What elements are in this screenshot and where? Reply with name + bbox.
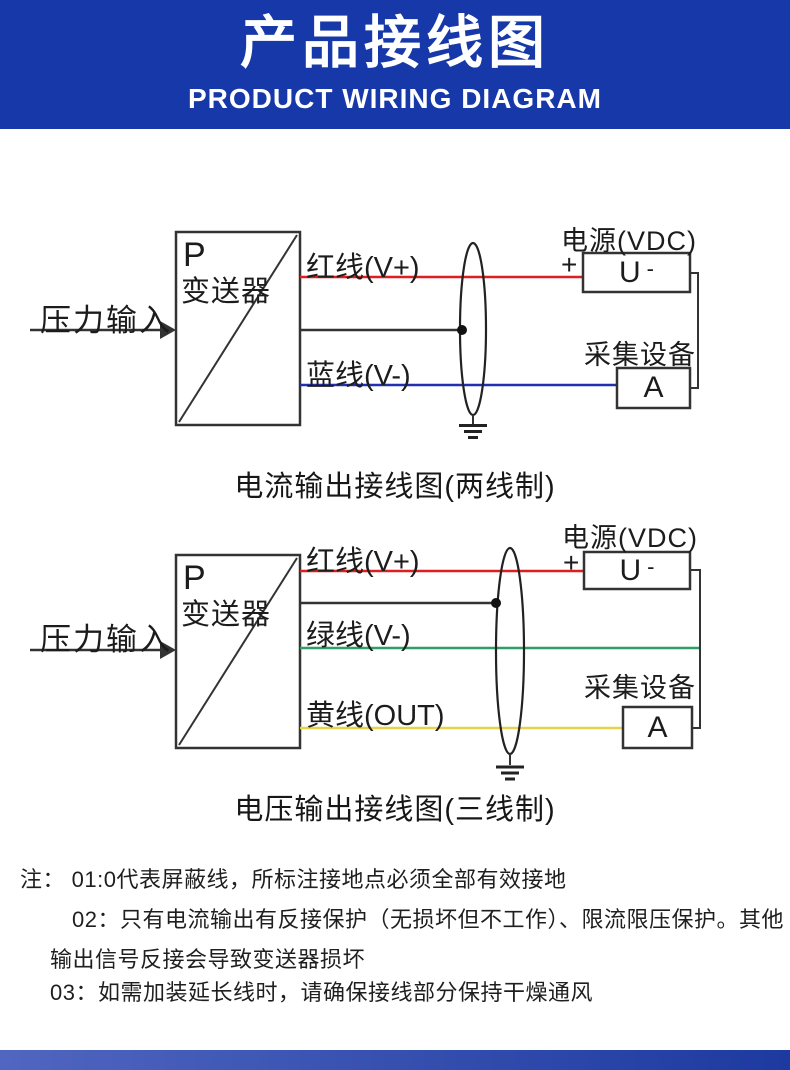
diagram1-voltmeter-label: U-: [583, 253, 690, 292]
diagram1-ground-icon: [459, 415, 487, 439]
diagram2-green-wire-label: 绿线(V-): [306, 620, 411, 652]
diagram2-plus-sign: +: [563, 547, 580, 578]
note-1-text: 01:0代表屏蔽线，所标注接地点必须全部有效接地: [71, 867, 567, 892]
note-line-2: 02：只有电流输出有反接保护（无损坏但不工作）、限流限压保护。其他: [72, 907, 784, 932]
diagram1-input-label: 压力输入: [40, 303, 172, 338]
note-line-1: 注： 01:0代表屏蔽线，所标注接地点必须全部有效接地: [20, 862, 566, 894]
diagram2-input-label: 压力输入: [40, 622, 172, 657]
diagram2-shield-ellipse: [494, 546, 526, 756]
diagram2-ground-icon: [496, 754, 524, 781]
diagram1-blue-wire-label: 蓝线(V-): [306, 360, 411, 392]
bottom-accent-bar: [0, 1050, 790, 1070]
diagram1-transmitter-name: 变送器: [181, 276, 272, 308]
note-line-3: 03：如需加装延长线时，请确保接线部分保持干燥通风: [50, 980, 593, 1005]
note-line-2-wrap: 输出信号反接会导致变送器损坏: [50, 947, 366, 972]
diagram1-transmitter-letter: P: [183, 236, 206, 274]
diagram1-caption: 电流输出接线图(两线制): [234, 471, 556, 503]
diagram1-collector-label: 采集设备: [584, 340, 696, 370]
diagram2-transmitter-letter: P: [183, 559, 206, 597]
diagram1-junction-dot: [457, 325, 467, 335]
diagram2-voltmeter-sup: -: [647, 553, 655, 579]
diagram2-voltmeter-label: U-: [584, 552, 690, 589]
diagram2-yellow-wire-label: 黄线(OUT): [306, 700, 445, 732]
diagram2-junction-dot: [491, 598, 501, 608]
diagram2-power-label: 电源(VDC): [562, 523, 698, 553]
note-prefix: 注：: [20, 867, 66, 892]
diagram1-voltmeter-letter: U: [619, 255, 641, 289]
diagram2-ammeter-label: A: [647, 710, 668, 744]
diagram1-plus-sign: +: [561, 249, 578, 280]
diagram2-collector-label: 采集设备: [584, 673, 696, 703]
diagram1-ammeter-label: A: [643, 371, 664, 404]
diagram2-transmitter-name: 变送器: [181, 599, 272, 631]
diagram2-voltmeter-letter: U: [619, 553, 642, 587]
diagram1-shield-ellipse: [458, 241, 488, 417]
diagram2-caption: 电压输出接线图(三线制): [234, 794, 556, 826]
diagram1-power-label: 电源(VDC): [561, 226, 697, 256]
diagram1-red-wire-label: 红线(V+): [306, 252, 420, 284]
diagram1-voltmeter-sup: -: [646, 255, 654, 281]
header-banner: 产品接线图 PRODUCT WIRING DIAGRAM: [0, 0, 790, 129]
page-subtitle: PRODUCT WIRING DIAGRAM: [188, 82, 602, 114]
page-title: 产品接线图: [240, 11, 550, 76]
diagram2-red-wire-label: 红线(V+): [306, 546, 420, 578]
